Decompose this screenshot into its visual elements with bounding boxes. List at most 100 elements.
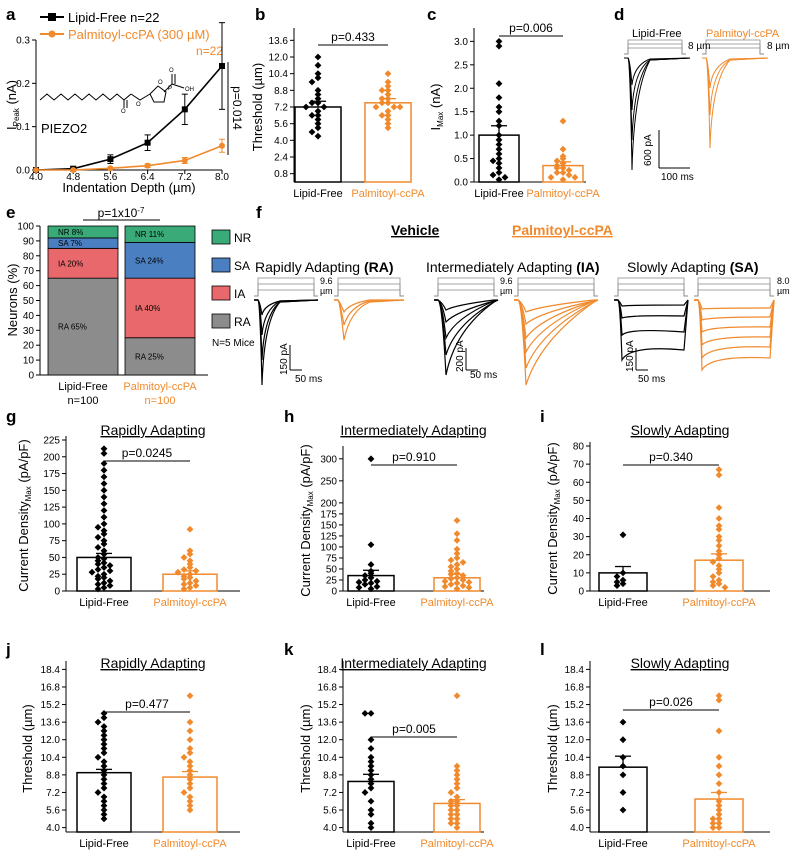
- f-ia-scale-x: 50 ms: [470, 370, 497, 381]
- data-point: [94, 566, 102, 573]
- data-point: [314, 74, 322, 82]
- y-tick-label: 13.6: [41, 718, 61, 729]
- y-tick-label: 50: [23, 296, 35, 307]
- y-tick-label: 175: [320, 509, 337, 520]
- data-point: [619, 771, 627, 779]
- data-point: [100, 749, 108, 757]
- x-label-lipid: Lipid-Free: [474, 188, 524, 200]
- data-point: [314, 111, 322, 119]
- data-point: [367, 806, 375, 814]
- panel-letter-f: f: [256, 203, 262, 222]
- x-label: Palmitoyl-ccPA: [123, 381, 197, 393]
- x-tick-label: 4.8: [66, 172, 80, 183]
- data-point: [619, 753, 627, 761]
- y-tick-label: 25: [49, 570, 61, 581]
- x-label-palm: Palmitoyl-ccPA: [682, 597, 756, 609]
- data-point: [94, 575, 102, 583]
- data-point: [100, 802, 108, 810]
- data-point: [447, 563, 455, 571]
- data-point: [107, 165, 114, 172]
- p-value: p=1x10-7: [98, 206, 145, 220]
- data-point: [100, 740, 108, 748]
- data-point: [100, 815, 108, 823]
- data-point: [367, 771, 375, 779]
- data-point: [94, 543, 102, 551]
- y-tick-label: 100: [17, 222, 34, 233]
- data-point: [715, 547, 723, 555]
- data-point: [619, 569, 627, 577]
- data-point: [453, 784, 461, 792]
- y-axis-label: Threshold (µm): [20, 704, 35, 792]
- y-tick-label: 3.0: [454, 37, 468, 48]
- d-lipid-label: Lipid-Free: [632, 28, 682, 40]
- data-point: [100, 513, 108, 521]
- data-point: [100, 767, 108, 774]
- data-point: [613, 573, 621, 580]
- y-tick-label: 10: [573, 568, 585, 579]
- x-n-label: n=100: [145, 395, 176, 407]
- y-tick-label: 4.0: [570, 823, 584, 834]
- y-tick-label: 13.6: [565, 718, 585, 729]
- data-point: [367, 753, 375, 761]
- y-tick-label: 8.8: [46, 770, 60, 781]
- f-ra-title: Rapidly Adapting (RA): [255, 259, 394, 275]
- data-point: [180, 585, 188, 593]
- data-point: [314, 53, 322, 61]
- data-point: [453, 536, 461, 544]
- data-point: [619, 789, 627, 796]
- data-point: [553, 164, 561, 172]
- data-point: [495, 94, 503, 102]
- data-point: [372, 103, 380, 111]
- panel-letters: a b c d e f g h i j k l: [5, 5, 624, 659]
- data-point: [489, 157, 497, 165]
- data-point: [100, 480, 108, 488]
- data-point: [447, 570, 455, 578]
- data-point: [367, 585, 375, 593]
- data-point: [94, 523, 102, 531]
- data-point: [186, 775, 194, 783]
- y-tick-label: 150: [43, 486, 60, 497]
- data-point: [447, 556, 455, 564]
- data-point: [715, 554, 723, 562]
- data-point: [100, 500, 108, 508]
- data-point: [453, 806, 461, 814]
- data-point: [186, 793, 194, 801]
- y-tick-label: 0: [578, 587, 584, 598]
- data-point: [619, 580, 627, 588]
- y-tick-label: 18.4: [565, 665, 585, 676]
- data-point: [447, 815, 455, 823]
- data-point: [355, 578, 363, 586]
- data-point: [715, 565, 723, 573]
- data-point: [715, 797, 723, 805]
- d-step-lipid: 8 µm: [688, 41, 710, 52]
- data-point: [100, 540, 108, 548]
- legend-palm-label: Palmitoyl-ccPA (300 µM): [68, 27, 210, 42]
- data-point: [453, 550, 461, 557]
- data-point: [186, 784, 194, 792]
- data-point: [100, 559, 108, 567]
- y-tick-label: 0.2: [16, 79, 30, 90]
- y-tick-label: 20: [23, 341, 35, 352]
- data-point: [94, 753, 102, 761]
- segment-label: RA 65%: [58, 323, 87, 332]
- data-point: [447, 797, 455, 805]
- data-point: [100, 731, 108, 739]
- data-point: [88, 568, 96, 576]
- data-point: [192, 582, 200, 590]
- f-vehicle-label: Vehicle: [391, 222, 439, 238]
- data-point: [186, 574, 194, 581]
- data-point: [181, 106, 188, 113]
- y-tick-label: 4.0: [274, 136, 288, 147]
- data-point: [186, 745, 194, 752]
- data-point: [367, 762, 375, 770]
- data-point: [453, 797, 461, 805]
- data-point: [709, 819, 717, 827]
- data-point: [100, 736, 108, 744]
- data-point: [441, 583, 449, 590]
- y-tick-label: 0.0: [454, 178, 468, 189]
- d-scale-y: 600 pA: [643, 134, 654, 166]
- p-value: p=0.0245: [122, 446, 173, 460]
- x-label-palm: Palmitoyl-ccPA: [153, 838, 227, 850]
